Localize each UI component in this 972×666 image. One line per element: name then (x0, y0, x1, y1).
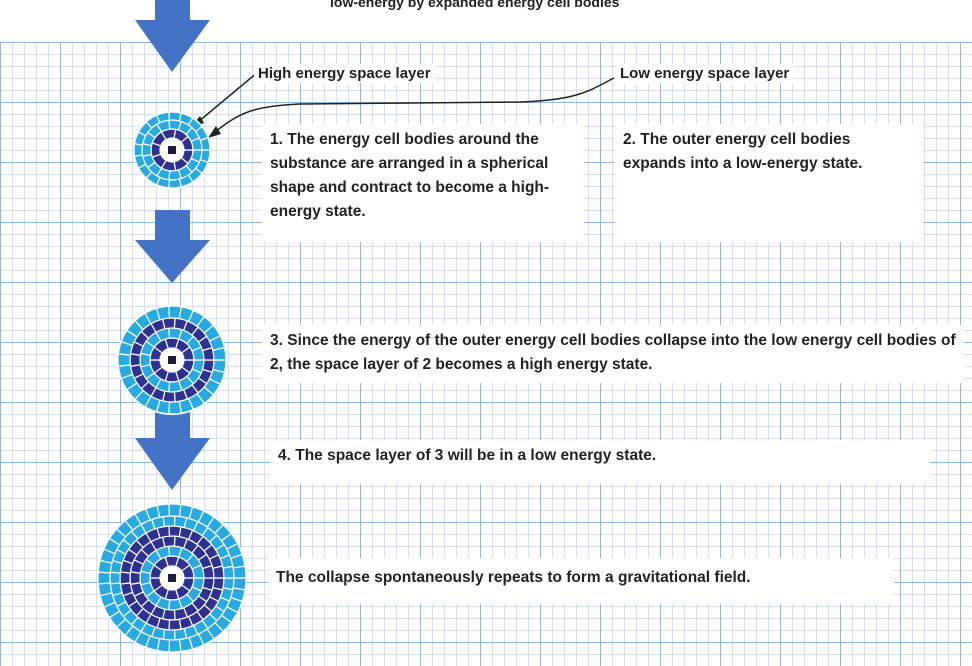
substance-core-icon (168, 574, 176, 582)
energy-cell-segment (109, 571, 121, 585)
label-low-energy-layer: Low energy space layer (616, 64, 794, 83)
energy-cell-segment (167, 598, 183, 611)
step-1-text: 1. The energy cell bodies around the sub… (262, 124, 584, 242)
energy-cell-segment (117, 353, 131, 367)
energy-cell-segment (199, 136, 211, 151)
pointer-line-low (214, 77, 615, 133)
energy-cell-segment (212, 565, 225, 579)
energy-cell-segment (129, 571, 142, 585)
energy-cell-segment (168, 618, 182, 631)
substance-core-icon (168, 356, 176, 364)
step-4-text: 4. The space layer of 3 will be in a low… (270, 440, 930, 484)
energy-cell-segment (168, 638, 182, 653)
energy-cell-segment (167, 380, 183, 393)
energy-cell-segment (119, 571, 131, 585)
energy-cell-segment (162, 515, 176, 528)
down-arrow-icon (135, 0, 210, 72)
substance-core-icon (168, 146, 176, 154)
energy-cell-segment (97, 582, 113, 597)
down-arrow-icon (135, 408, 210, 490)
step-3-text: 3. Since the energy of the outer energy … (262, 325, 964, 383)
energy-cell-segment (212, 346, 227, 361)
energy-cell-segment (168, 178, 183, 189)
down-arrow-icon (135, 210, 210, 283)
step-2-text: 2. The outer energy cell bodies expands … (615, 124, 923, 242)
pointer-arrowhead-icon (208, 126, 221, 138)
header-caption: low-energy by expanded energy cell bodie… (330, 0, 620, 10)
energy-cell-segment (161, 535, 176, 548)
energy-cell-segment (168, 400, 183, 415)
energy-cell-segment (232, 565, 247, 579)
energy-cell-segment (161, 317, 176, 330)
label-high-energy-layer: High energy space layer (254, 64, 435, 83)
energy-cell-segment (129, 353, 142, 367)
energy-cell-segment (222, 565, 235, 579)
energy-cell-segment (133, 143, 144, 157)
final-text: The collapse spontaneously repeats to fo… (268, 558, 894, 604)
energy-cell-segment (156, 503, 171, 518)
pointer-line-high (197, 71, 259, 123)
energy-cell-segment (97, 571, 111, 585)
